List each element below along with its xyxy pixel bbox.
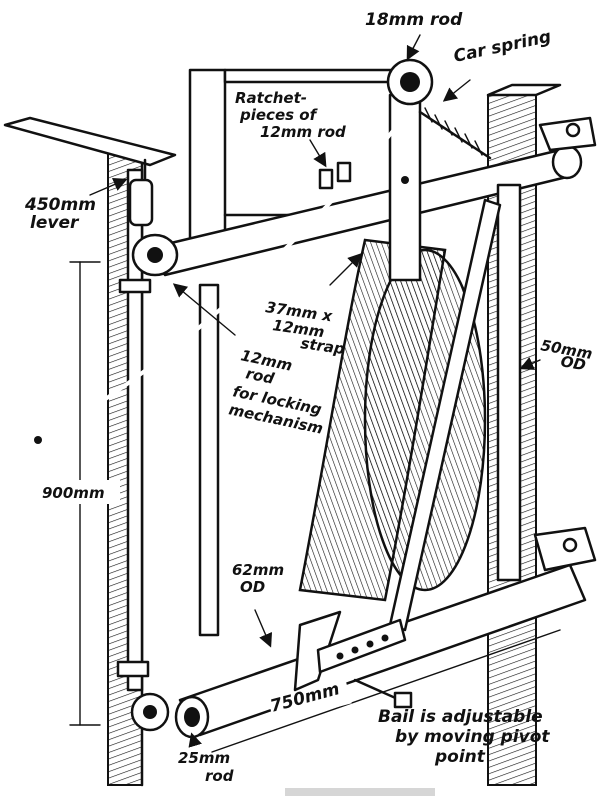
label-bail-3: point xyxy=(434,747,486,767)
label-lever-2: lever xyxy=(30,213,80,233)
label-bail-2: by moving pivot xyxy=(395,727,550,747)
right-gate-tube xyxy=(496,183,522,582)
label-62mm-1: 62mm xyxy=(232,561,284,579)
left-gate-rod xyxy=(126,168,144,692)
label-25mm-1: 25mm xyxy=(178,749,230,767)
label-18mm-rod: 18mm rod xyxy=(365,10,463,30)
dim-750 xyxy=(211,629,561,753)
label-bail-1: Bail is adjustable xyxy=(378,707,543,727)
label-50mm-2: OD xyxy=(559,352,587,374)
label-ratchet-3: 12mm rod xyxy=(260,123,346,141)
pivot-holes xyxy=(336,634,389,660)
bale-roll xyxy=(298,238,487,602)
scan-smudge xyxy=(285,788,435,796)
label-900mm: 900mm xyxy=(42,484,105,502)
lever-collar xyxy=(128,178,154,227)
label-car-spring: Car spring xyxy=(452,27,553,67)
vertical-strap xyxy=(388,93,422,282)
diagonal-strap xyxy=(388,198,502,632)
label-25mm-2: rod xyxy=(205,767,234,785)
locking-upright-rod xyxy=(198,283,220,637)
lever-bar xyxy=(3,116,177,167)
label-ratchet-1: Ratchet- xyxy=(235,89,307,107)
pivot-bolt xyxy=(353,678,402,702)
label-lock-2: rod xyxy=(244,364,276,388)
label-lever-1: 450mm xyxy=(24,195,96,215)
left-eye-bolts xyxy=(116,233,179,732)
label-strap-3: strap xyxy=(299,334,346,358)
label-ratchet-2: pieces of xyxy=(239,106,319,124)
label-62mm-2: OD xyxy=(240,578,265,596)
car-spring xyxy=(418,107,492,160)
ratchet-pieces xyxy=(318,161,352,190)
